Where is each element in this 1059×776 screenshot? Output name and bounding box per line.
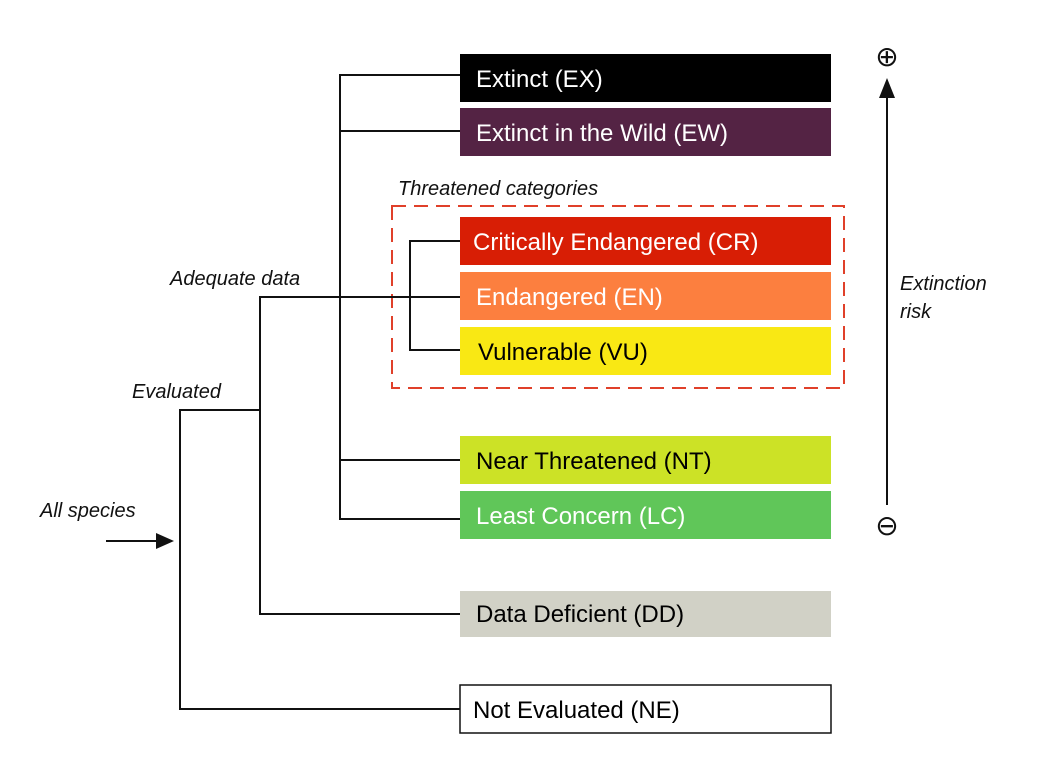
category-vulnerable: Vulnerable (VU) bbox=[460, 327, 831, 375]
evaluated-branch-line bbox=[259, 296, 460, 615]
root-branch-line bbox=[179, 409, 460, 710]
category-box bbox=[460, 108, 831, 156]
all-species-arrowhead bbox=[156, 533, 174, 549]
category-label: Data Deficient (DD) bbox=[476, 601, 684, 628]
category-not-evaluated: Not Evaluated (NE) bbox=[459, 684, 832, 734]
category-critically-endangered: Critically Endangered (CR) bbox=[460, 217, 831, 265]
category-label: Least Concern (LC) bbox=[476, 503, 685, 530]
extinction-risk-axis: ⊕ ⊖ Extinction risk bbox=[875, 40, 986, 542]
adequate-data-branch-line bbox=[339, 74, 460, 520]
extinction-risk-label-line2: risk bbox=[900, 301, 932, 323]
category-box bbox=[460, 327, 831, 375]
tree-connectors bbox=[106, 74, 460, 710]
adequate-data-label: Adequate data bbox=[169, 268, 300, 290]
category-near-threatened: Near Threatened (NT) bbox=[460, 436, 831, 484]
category-box bbox=[460, 436, 831, 484]
plus-icon: ⊕ bbox=[875, 40, 898, 73]
category-box bbox=[460, 272, 831, 320]
threatened-branch-line bbox=[409, 240, 460, 351]
category-endangered: Endangered (EN) bbox=[460, 272, 831, 320]
evaluated-label: Evaluated bbox=[132, 381, 222, 403]
category-label: Vulnerable (VU) bbox=[478, 339, 648, 366]
all-species-label: All species bbox=[39, 500, 136, 522]
category-label: Extinct in the Wild (EW) bbox=[476, 120, 728, 147]
category-extinct-in-the-wild: Extinct in the Wild (EW) bbox=[460, 108, 831, 156]
category-box bbox=[460, 591, 831, 637]
threatened-categories-label: Threatened categories bbox=[398, 178, 598, 200]
category-data-deficient: Data Deficient (DD) bbox=[460, 591, 831, 637]
category-label: Not Evaluated (NE) bbox=[473, 697, 680, 724]
category-least-concern: Least Concern (LC) bbox=[460, 491, 831, 539]
category-box bbox=[460, 217, 831, 265]
category-box bbox=[460, 54, 831, 102]
minus-icon: ⊖ bbox=[875, 509, 898, 542]
category-label: Endangered (EN) bbox=[476, 284, 663, 311]
category-label: Extinct (EX) bbox=[476, 66, 603, 93]
category-label: Near Threatened (NT) bbox=[476, 448, 712, 475]
risk-axis-arrowhead bbox=[879, 78, 895, 98]
extinction-risk-label-line1: Extinction bbox=[900, 273, 987, 295]
category-box bbox=[460, 491, 831, 539]
category-extinct: Extinct (EX) bbox=[460, 54, 831, 102]
category-label: Critically Endangered (CR) bbox=[473, 229, 758, 256]
category-box bbox=[459, 684, 832, 734]
